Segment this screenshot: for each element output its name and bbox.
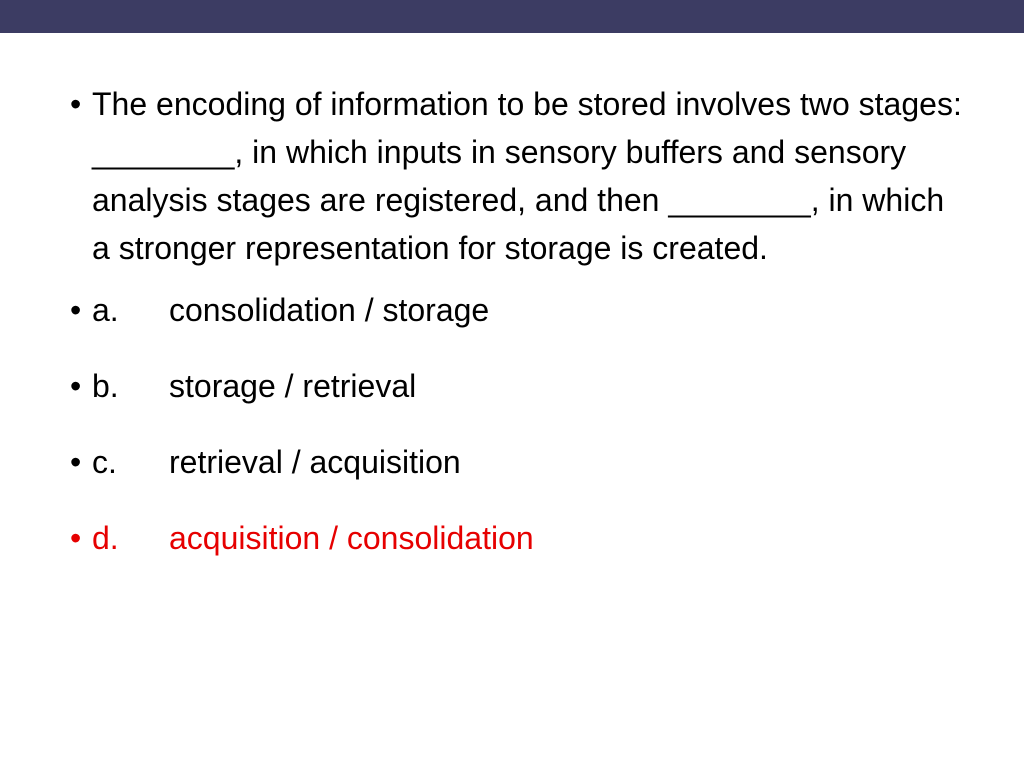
slide-header-bar xyxy=(0,0,1024,33)
option-letter: c. xyxy=(92,444,117,480)
option-text: retrieval / acquisition xyxy=(169,444,461,480)
option-c: • c. retrieval / acquisition xyxy=(70,438,970,486)
option-letter: a. xyxy=(92,292,119,328)
bullet-dot: • xyxy=(70,368,82,404)
option-a: • a. consolidation / storage xyxy=(70,286,970,334)
question-bullet: • The encoding of information to be stor… xyxy=(70,80,970,272)
option-text: acquisition / consolidation xyxy=(169,520,534,556)
slide-content: • The encoding of information to be stor… xyxy=(70,80,970,590)
option-letter: d. xyxy=(92,520,119,556)
option-letter: b. xyxy=(92,368,119,404)
bullet-dot: • xyxy=(70,292,82,328)
bullet-dot: • xyxy=(70,444,82,480)
option-text: consolidation / storage xyxy=(169,292,490,328)
option-d-correct-answer: • d. acquisition / consolidation xyxy=(70,514,970,562)
question-text: The encoding of information to be stored… xyxy=(92,86,962,266)
option-text: storage / retrieval xyxy=(169,368,417,404)
bullet-dot: • xyxy=(70,520,82,556)
bullet-dot: • xyxy=(70,86,82,122)
option-b: • b. storage / retrieval xyxy=(70,362,970,410)
